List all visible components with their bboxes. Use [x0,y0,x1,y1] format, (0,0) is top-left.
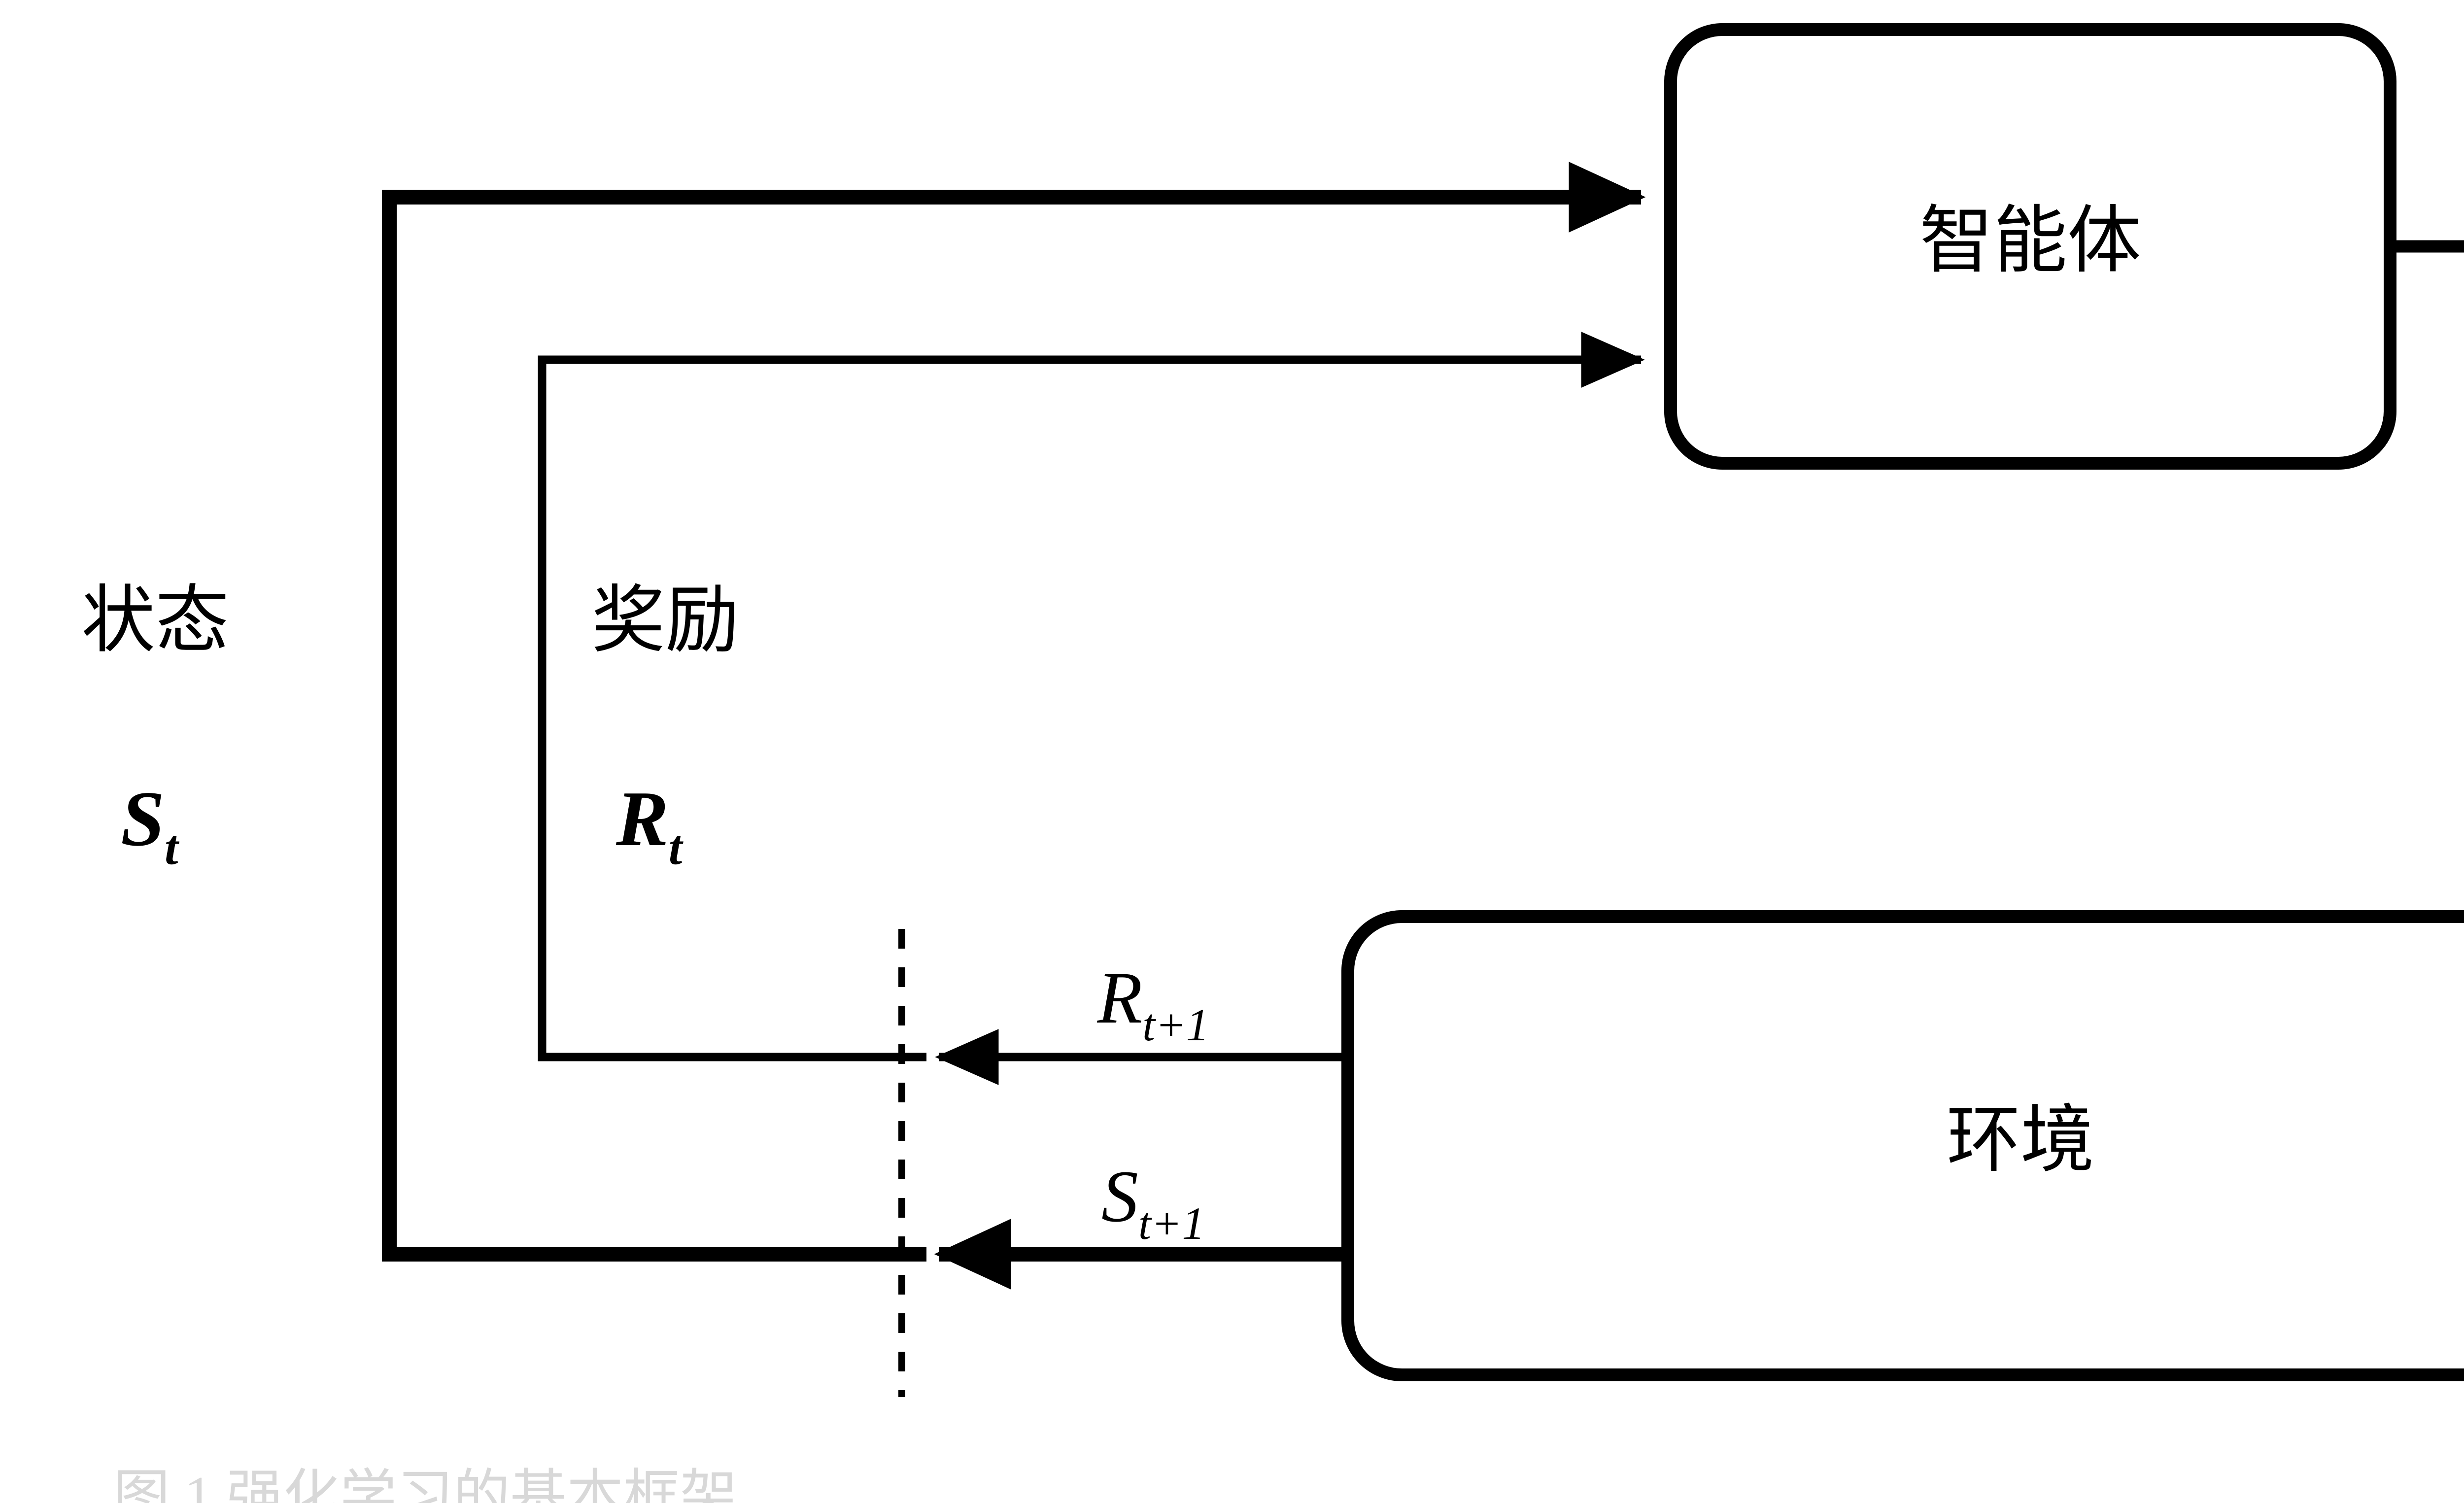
agent-node[interactable]: 智能体 [1664,23,2396,470]
environment-box-shape [1341,910,2464,1381]
reward-next-label: Rt+1 [1097,957,1209,1051]
state-label-cn: 状态 [81,580,229,662]
reward-next-sub: t+1 [1142,1000,1209,1051]
reward-label-cn: 奖励 [591,580,739,662]
reward-symbol-sub: t [669,821,684,875]
state-next-sub: t+1 [1138,1198,1205,1249]
reward-edge-path [538,332,1645,1061]
state-next-label: St+1 [1101,1156,1205,1249]
reward-symbol-base: R [616,775,669,862]
reward-next-base: R [1097,957,1143,1039]
state-symbol-base: S [121,775,165,862]
agent-label: 智能体 [1919,200,2141,282]
agent-box-shape [1664,23,2396,470]
state-symbol: St [121,775,180,875]
reward-side-label-group: 奖励 Rt [591,580,739,875]
environment-label: 环境 [1947,1099,2094,1181]
state-symbol-sub: t [165,821,180,875]
reward-symbol: Rt [616,775,684,875]
state-edge-path [382,162,1646,1262]
environment-node[interactable]: 环境 [1341,910,2464,1381]
state-side-label-group: 状态 St [81,580,229,875]
figure-caption: 图 1 强化学习的基本框架 [113,1465,737,1503]
state-next-base: S [1101,1156,1138,1237]
